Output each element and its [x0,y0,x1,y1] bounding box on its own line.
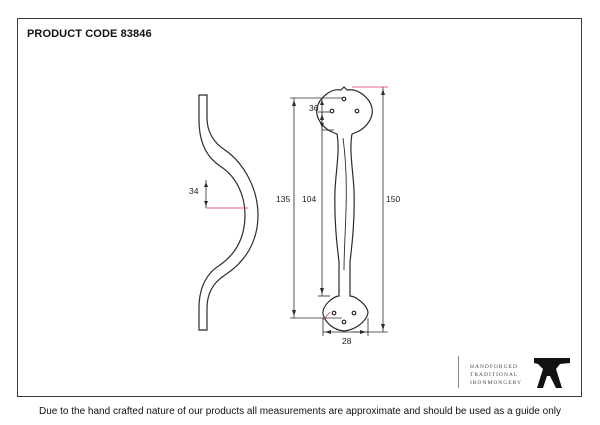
centres-104-label: 104 [302,194,316,204]
top-36-label: 36 [309,103,319,113]
centres-104-dimension [318,111,330,297]
side-profile [198,94,259,331]
length-150-label: 150 [386,194,400,204]
product-code: PRODUCT CODE 83846 [27,28,152,40]
depth-label: 34 [189,186,199,196]
length-150-dimension [352,86,388,333]
top-36-dimension [320,98,334,131]
front-view [316,86,373,332]
anvil-logo [534,358,570,388]
brand-separator [458,356,459,388]
brand-line-1: HANDFORGED [470,364,518,370]
height-135-dimension [290,97,342,319]
brand-text: HANDFORGED TRADITIONAL IRONMONGERY [470,363,530,387]
depth-dimension [204,180,248,209]
height-135-label: 135 [276,194,290,204]
drawing-frame [17,18,582,397]
width-28-dimension [322,311,369,336]
width-28-label: 28 [342,336,352,346]
disclaimer-text: Due to the hand crafted nature of our pr… [39,406,561,417]
brand-line-3: IRONMONGERY [470,380,522,386]
brand-line-2: TRADITIONAL [470,372,519,378]
